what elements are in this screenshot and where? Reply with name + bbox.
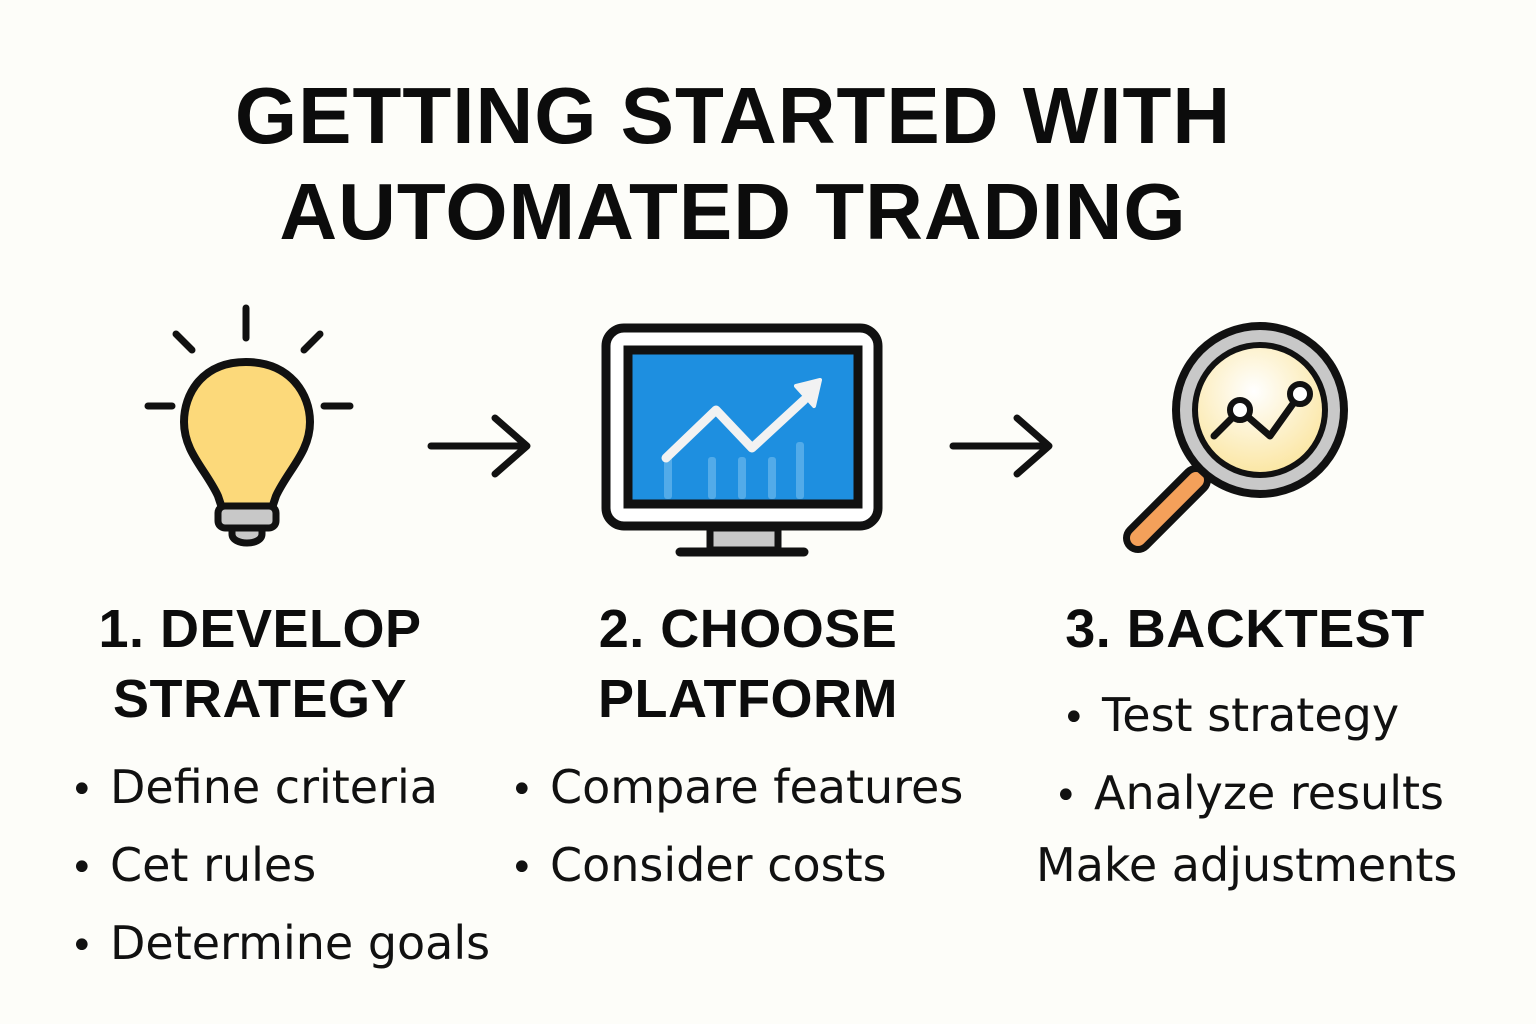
- bullet-icon: •: [1062, 695, 1086, 741]
- bullet-icon: •: [70, 767, 94, 813]
- step-3-trailing-line: Make adjustments: [1036, 828, 1457, 903]
- list-item-text: Test strategy: [1102, 688, 1400, 742]
- step-2-heading: 2. CHOOSE PLATFORM: [548, 594, 948, 734]
- step-3-heading-line-1: 3. BACKTEST: [1065, 599, 1425, 659]
- lightbulb-icon: [140, 300, 360, 560]
- list-item: • Cet rules: [70, 828, 490, 906]
- bullet-icon: •: [510, 767, 534, 813]
- list-item-text: Compare features: [550, 760, 964, 814]
- list-item-text: Cet rules: [110, 838, 317, 892]
- list-item: • Test strategy: [1062, 678, 1444, 756]
- list-item-text: Analyze results: [1094, 766, 1444, 820]
- list-item-text: Define criteria: [110, 760, 438, 814]
- bullet-icon: •: [1054, 773, 1078, 819]
- title-line-2: AUTOMATED TRADING: [279, 167, 1187, 256]
- list-item: • Define criteria: [70, 750, 490, 828]
- title-line-1: GETTING STARTED WITH: [234, 71, 1232, 160]
- list-item-text: Determine goals: [110, 916, 491, 970]
- step-1-heading: 1. DEVELOP STRATEGY: [60, 594, 460, 734]
- step-2-heading-line-2: PLATFORM: [598, 669, 898, 729]
- monitor-chart-icon: [600, 322, 885, 562]
- arrow-right-icon: [425, 410, 535, 482]
- step-3-bullets: •Test strategy •Analyze results: [1054, 678, 1444, 834]
- bullet-icon: •: [70, 923, 94, 969]
- step-3-heading: 3. BACKTEST: [1045, 594, 1445, 664]
- step-2-heading-line-1: 2. CHOOSE: [598, 599, 898, 659]
- list-item: • Consider costs: [510, 828, 963, 906]
- step-2-bullets: • Compare features • Consider costs: [510, 750, 963, 906]
- arrow-right-icon: [947, 410, 1057, 482]
- list-item: • Compare features: [510, 750, 963, 828]
- list-item-text: Consider costs: [550, 838, 887, 892]
- step-1-heading-line-2: STRATEGY: [112, 669, 407, 729]
- magnifier-chart-icon: [1110, 310, 1360, 565]
- bullet-icon: •: [70, 845, 94, 891]
- bullet-icon: •: [510, 845, 534, 891]
- list-item-text: Make adjustments: [1036, 838, 1458, 892]
- page-title: GETTING STARTED WITH AUTOMATED TRADING: [0, 68, 1466, 260]
- step-1-heading-line-1: 1. DEVELOP: [98, 599, 422, 659]
- list-item: • Determine goals: [70, 906, 490, 984]
- step-1-bullets: • Define criteria • Cet rules • Determine g…: [70, 750, 490, 984]
- list-item: • Analyze results: [1054, 756, 1444, 834]
